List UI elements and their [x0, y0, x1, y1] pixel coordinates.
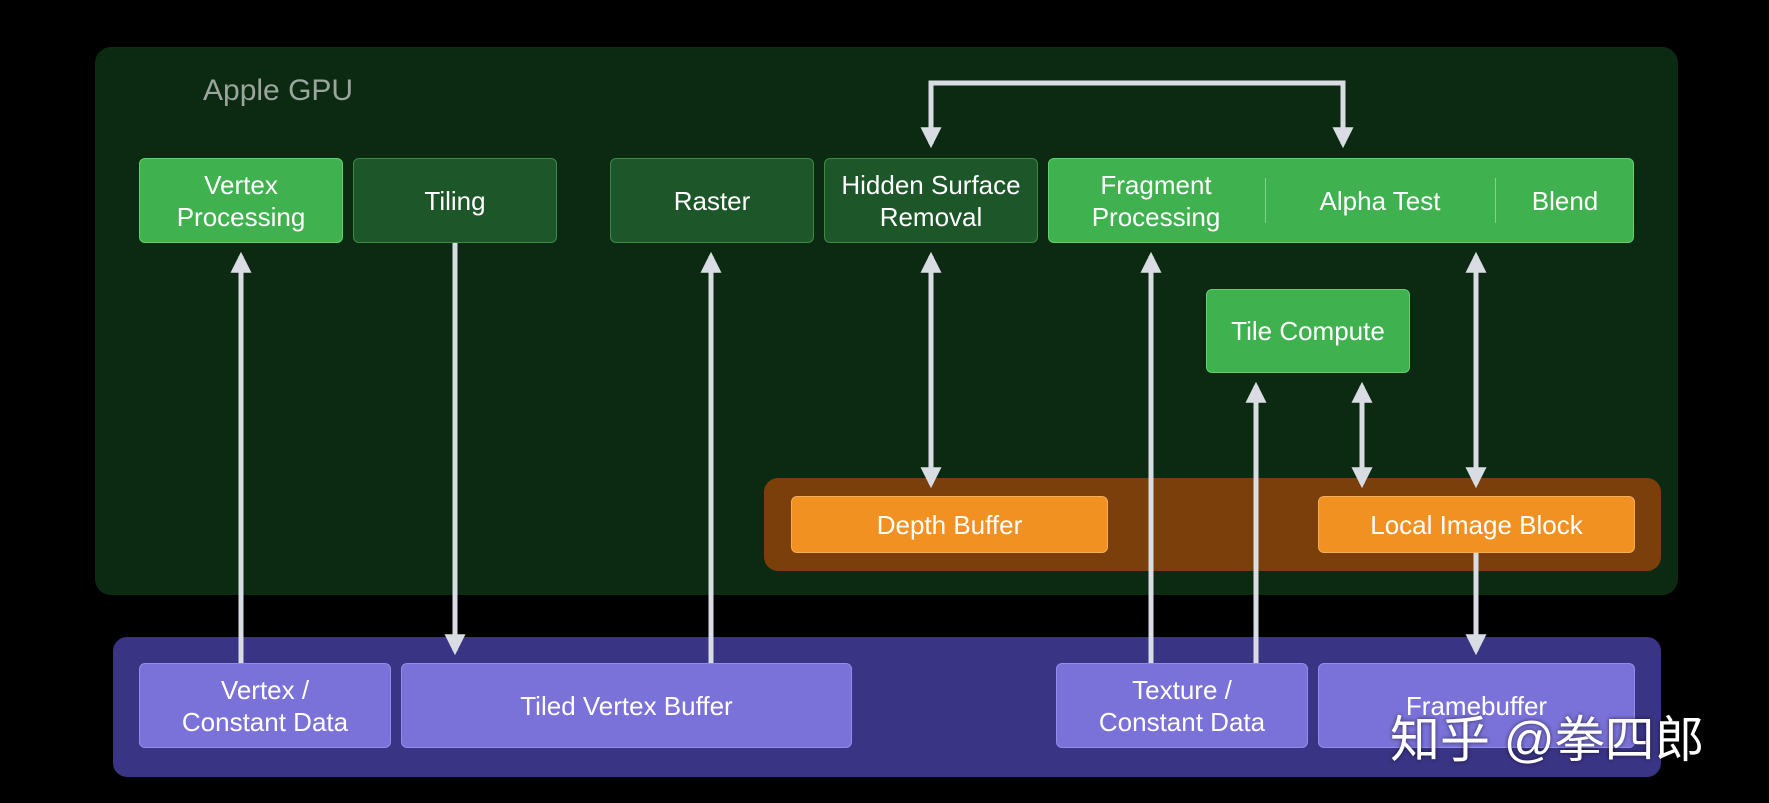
- stage-divider: [1265, 178, 1266, 223]
- hsr-fragment-loop-arrow: [920, 80, 1354, 149]
- tile-compute-box: Tile Compute: [1206, 289, 1410, 373]
- framebuffer-box: Framebuffer: [1318, 663, 1635, 748]
- stage-divider: [1495, 178, 1496, 223]
- blend-label: Blend: [1531, 185, 1599, 216]
- vertex-constant-data-box: Vertex / Constant Data: [139, 663, 391, 748]
- watermark: 知乎 @拳四郎: [1390, 712, 1705, 768]
- tiled-vertex-buffer-box: Tiled Vertex Buffer: [401, 663, 852, 748]
- local-image-block-box: Local Image Block: [1318, 496, 1635, 553]
- depth-buffer-box: Depth Buffer: [791, 496, 1108, 553]
- gpu-label: Apple GPU: [203, 74, 354, 107]
- tiling-box: Tiling: [353, 158, 557, 243]
- texture-constant-data-box: Texture / Constant Data: [1056, 663, 1308, 748]
- alpha-test-label: Alpha Test: [1319, 185, 1441, 216]
- fragment-processing-label: Fragment Processing: [1091, 169, 1221, 232]
- vertex-processing-box: Vertex Processing: [139, 158, 343, 243]
- hidden-surface-removal-box: Hidden Surface Removal: [824, 158, 1038, 243]
- fragment-stage-group: [1048, 158, 1634, 243]
- raster-box: Raster: [610, 158, 814, 243]
